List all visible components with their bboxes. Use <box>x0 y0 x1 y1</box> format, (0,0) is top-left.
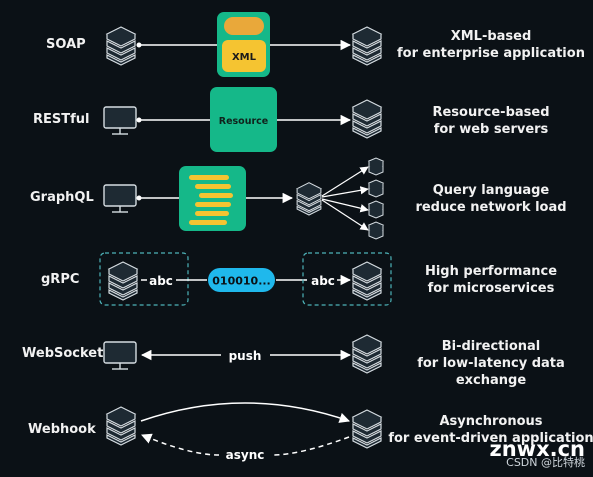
row-label-grpc: gRPC <box>41 272 80 287</box>
desc-websocket: Bi-directional for low-latency data exch… <box>381 338 593 389</box>
row-label-restful: RESTful <box>33 112 90 127</box>
webhook-server-icon <box>352 409 382 449</box>
soap-xml-box <box>222 40 266 72</box>
desc-line-2: for web servers <box>433 122 549 137</box>
query-line <box>195 202 231 207</box>
soap-xml-label: XML <box>232 52 257 63</box>
query-line <box>195 184 231 189</box>
rest-server-icon <box>352 99 382 139</box>
query-line <box>189 220 227 225</box>
graphql-fanout-arrow <box>321 166 369 197</box>
grpc-server-stub-box <box>302 252 392 306</box>
desc-line-1: Query language <box>432 183 550 198</box>
graphql-gateway-server-icon <box>296 182 322 216</box>
graphql-backend-server-icon <box>368 221 384 240</box>
soap-header-pill <box>224 17 264 35</box>
graphql-client-monitor-icon <box>103 184 137 213</box>
rest-resource-label: Resource <box>219 116 268 127</box>
desc-soap: XML-based for enterprise application <box>381 28 593 62</box>
desc-line-2: for low-latency data exchange <box>417 356 565 388</box>
row-label-graphql: GraphQL <box>30 190 94 205</box>
webhook-request-arrow <box>140 402 350 423</box>
row-label-webhook: Webhook <box>28 422 96 437</box>
row-label-websocket: WebSocket <box>22 346 104 361</box>
grpc-payload-label: 010010... <box>212 275 270 288</box>
desc-restful: Resource-based for web servers <box>381 104 593 138</box>
desc-line-1: Resource-based <box>432 105 550 120</box>
webhook-callback-curve <box>271 436 350 456</box>
query-line <box>195 211 229 216</box>
grpc-client-server-icon <box>108 261 138 301</box>
desc-line-2: for event-driven application <box>388 431 593 446</box>
rest-resource-box <box>210 87 277 152</box>
desc-webhook: Asynchronous for event-driven applicatio… <box>381 413 593 447</box>
desc-grpc: High performance for microservices <box>381 263 593 297</box>
grpc-server-icon <box>352 261 382 301</box>
grpc-right-label: abc <box>311 274 335 288</box>
query-line <box>189 175 229 180</box>
webhook-callback-arrow <box>141 433 220 456</box>
graphql-fanout-arrow <box>321 199 369 231</box>
desc-line-1: XML-based <box>450 29 532 44</box>
desc-line-1: Bi-directional <box>441 339 541 354</box>
desc-line-2: for enterprise application <box>397 46 585 61</box>
grpc-client-stub-box <box>99 252 189 306</box>
desc-line-2: for microservices <box>427 281 555 296</box>
desc-line-1: Asynchronous <box>439 414 543 429</box>
row-label-soap: SOAP <box>46 37 86 52</box>
watermark-credit: CSDN @比特桃 <box>506 456 585 469</box>
grpc-payload-pill <box>208 268 275 292</box>
soap-server-icon <box>352 26 382 66</box>
websocket-push-label: push <box>229 349 262 363</box>
webhook-client-server-icon <box>106 406 136 446</box>
graphql-backend-server-icon <box>368 157 384 176</box>
desc-graphql: Query language reduce network load <box>381 182 593 216</box>
rest-client-monitor-icon <box>103 106 137 135</box>
webhook-async-label: async <box>226 448 265 462</box>
desc-line-2: reduce network load <box>415 200 567 215</box>
graphql-fanout-arrow <box>321 186 369 198</box>
grpc-left-label: abc <box>149 274 173 288</box>
websocket-server-icon <box>352 334 382 374</box>
websocket-client-monitor-icon <box>103 341 137 370</box>
soap-client-server-icon <box>106 26 136 66</box>
desc-line-1: High performance <box>424 264 558 279</box>
query-line <box>199 193 233 198</box>
watermark-site: znwx.cn <box>489 437 586 461</box>
graphql-fanout-arrow <box>321 198 369 213</box>
